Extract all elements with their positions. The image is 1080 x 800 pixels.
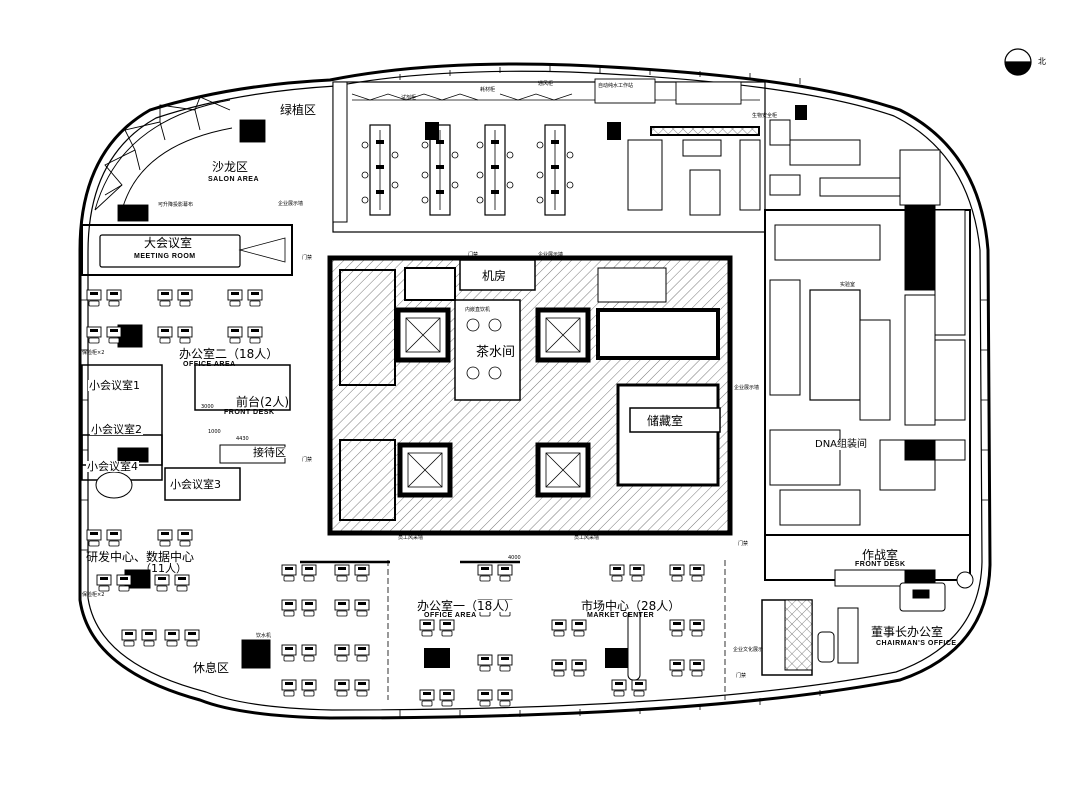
north-arrow-icon: [1004, 48, 1032, 76]
office1-label-zh: 办公室一（18人）: [416, 599, 518, 613]
dimension-3000: 3000: [201, 404, 214, 410]
north-label: 北: [1038, 57, 1046, 66]
lab-label: 实验室: [840, 282, 856, 288]
projector-screen-label: 可升降投影幕布: [158, 202, 194, 208]
tea-room-label: 茶水间: [475, 345, 517, 360]
staff-passage-1-label: 员工风采墙: [398, 535, 424, 541]
chairman-office-label-zh: 董事长办公室: [870, 625, 945, 639]
water-dispenser-label: 饮水机: [256, 633, 272, 639]
door-label-5: 门禁: [736, 673, 747, 679]
reception-label: 接待区: [252, 446, 287, 459]
display-wall-3-label: 企业展示墙: [734, 385, 760, 391]
office2-label-zh: 办公室二（18人）: [178, 347, 280, 361]
market-center-label-zh: 市场中心（28人）: [580, 599, 682, 613]
war-room-label-zh: 作战室: [861, 548, 900, 562]
chairman-office: [817, 571, 974, 663]
salon-label-zh: 沙龙区: [212, 160, 249, 174]
meeting-room-label-en: MEETING ROOM: [133, 253, 197, 260]
rd-center-label-line2: （11人）: [140, 562, 187, 575]
office1-label-en: OFFICE AREA: [424, 612, 477, 619]
green-area-label: 绿植区: [280, 103, 317, 117]
dimension-1000: 1000: [208, 429, 221, 435]
safe-box-1-label: 保险柜×2: [82, 350, 105, 356]
office2-label-en: OFFICE AREA: [183, 361, 236, 368]
rest-area-label: 休息区: [193, 661, 230, 675]
door-label-2: 门禁: [468, 252, 479, 258]
small-meeting-2-label: 小会议室2: [90, 423, 143, 436]
chairman-office-label-en: CHAIRMAN'S OFFICE: [876, 640, 957, 647]
salon-label-en: SALON AREA: [208, 176, 260, 183]
meeting-room-label-zh: 大会议室: [143, 236, 194, 250]
front-desk-label-en: FRONT DESK: [224, 409, 275, 416]
tea-table-icons: [466, 318, 502, 380]
building-core: [327, 255, 733, 536]
war-room-label-en: FRONT DESK: [855, 561, 906, 568]
small-meeting-4-label: 小会议室4: [86, 460, 139, 473]
front-desk-label-zh: 前台(2人): [236, 395, 289, 409]
consumables-label: 耗材柜: [480, 87, 496, 93]
workstations: [87, 290, 726, 706]
staff-passage-2-label: 员工风采墙: [574, 535, 600, 541]
right-lab-zone: [761, 204, 971, 676]
rd-center-label-line1: 研发中心、数据中心: [86, 550, 195, 564]
door-label-1: 门禁: [302, 255, 313, 261]
lab-zone: [332, 78, 941, 233]
biosafety-cabinet-label: 生物安全柜: [752, 113, 778, 119]
safe-box-2-label: 保险柜×2: [82, 592, 105, 598]
display-wall-2-label: 企业展示墙: [538, 252, 564, 258]
storage-label: 储藏室: [646, 414, 685, 428]
ventilation-label: 通风柜: [538, 81, 554, 87]
auto-pure-water-label: 自动纯水工作站: [598, 83, 634, 89]
market-center-label-en: MARKET CENTER: [587, 612, 655, 619]
drink-machine-label: 内嵌直饮机: [464, 307, 492, 313]
door-label-3: 门禁: [302, 457, 313, 463]
machine-room-label: 机房: [481, 269, 508, 283]
dimension-4000: 4000: [508, 555, 521, 561]
culture-display-label: 企业文化展示: [733, 647, 764, 653]
display-wall-1-label: 企业展示墙: [278, 201, 304, 207]
salon-truss: [94, 96, 266, 222]
door-label-4: 门禁: [738, 541, 749, 547]
reagent-cabinet-label: 试剂柜: [401, 95, 417, 101]
small-meeting-3-label: 小会议室3: [169, 478, 222, 491]
dna-lab-label: DNA组装间: [814, 439, 869, 450]
dimension-4430: 4430: [236, 436, 249, 442]
small-meeting-1-label: 小会议室1: [88, 379, 141, 392]
